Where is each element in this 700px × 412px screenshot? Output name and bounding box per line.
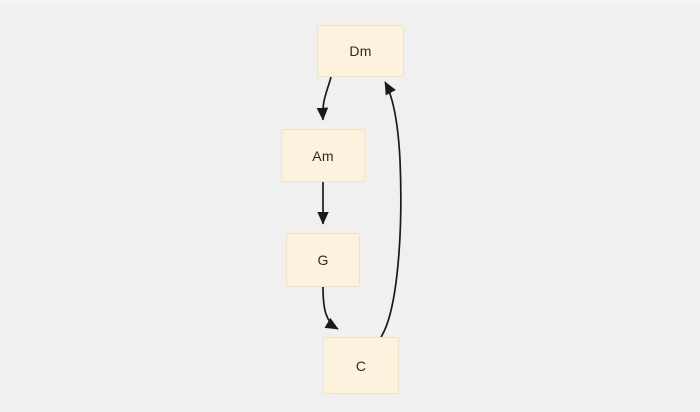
node-g[interactable]: G — [286, 233, 360, 287]
node-am[interactable]: Am — [281, 129, 365, 182]
node-c[interactable]: C — [323, 337, 399, 394]
node-am-label: Am — [312, 147, 334, 164]
edge-dm-to-am — [316, 76, 332, 121]
node-dm[interactable]: Dm — [317, 25, 404, 77]
node-g-label: G — [317, 252, 329, 268]
edge-c-to-dm — [380, 81, 402, 338]
node-c-label: C — [355, 357, 367, 374]
edge-g-to-c — [322, 286, 339, 330]
node-dm-label: Dm — [349, 43, 372, 59]
canvas-top-band — [0, 0, 700, 5]
